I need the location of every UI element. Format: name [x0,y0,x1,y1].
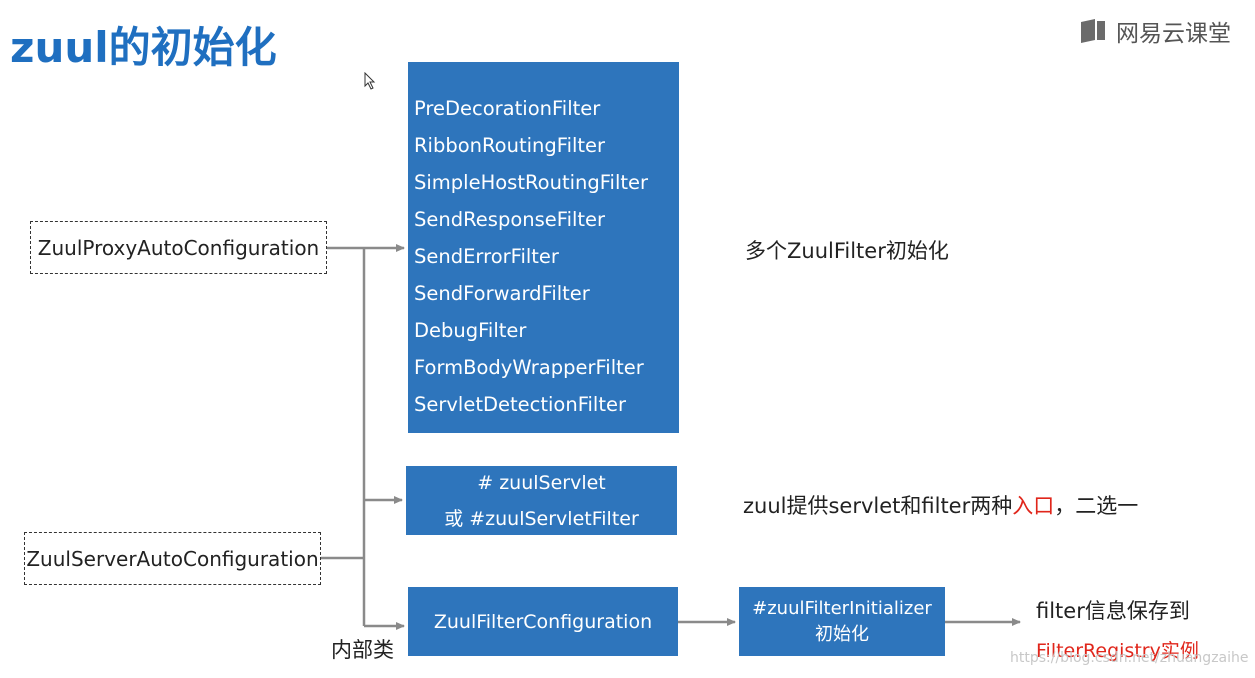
filter-item: SendResponseFilter [414,208,606,231]
zuul-servlet-box: # zuulServlet 或 #zuulServletFilter [406,466,677,535]
entry-note: zuul提供servlet和filter两种入口，二选一 [743,490,1138,520]
save-note: filter信息保存到 [1036,599,1190,623]
entry-note-text: zuul提供servlet和filter两种 [743,494,1013,518]
initializer-name: #zuulFilterInitializer [752,597,932,619]
watermark: https://blog.csdn.net/zhuangzaihe [1010,650,1249,666]
brand-name: 网易云课堂 [1116,21,1231,47]
entry-note-tail: ，二选一 [1054,494,1139,518]
server-auto-config-box: ZuulServerAutoConfiguration [24,532,321,585]
proxy-auto-config-box: ZuulProxyAutoConfiguration [30,221,327,274]
servlet-line: # zuulServlet [477,471,606,494]
servlet-filter-line: 或 #zuulServletFilter [444,507,639,530]
filter-item: DebugFilter [414,319,527,342]
initializer-action: 初始化 [815,623,869,645]
book-logo-icon [1081,19,1105,43]
filter-item: FormBodyWrapperFilter [414,356,644,379]
filter-item: SendErrorFilter [414,245,559,268]
inner-class-label: 内部类 [331,638,394,662]
mouse-cursor-icon [364,72,376,90]
filter-item: SendForwardFilter [414,282,590,305]
zuul-filters-box: PreDecorationFilter RibbonRoutingFilter … [408,62,679,433]
filter-registry-note: FilterRegistry实例 [1036,640,1199,662]
page-title: zuul的初始化 [10,23,277,72]
entry-note-highlight: 入口 [1012,494,1055,518]
zuul-filter-initializer-box: #zuulFilterInitializer 初始化 [739,587,945,656]
filters-init-note: 多个ZuulFilter初始化 [745,239,949,263]
filter-item: SimpleHostRoutingFilter [414,171,649,194]
zuul-filter-configuration-box: ZuulFilterConfiguration [408,587,678,656]
brand-logo: 网易云课堂 [1078,14,1231,48]
filter-item: RibbonRoutingFilter [414,134,606,157]
filter-item: PreDecorationFilter [414,97,601,120]
filter-item: ServletDetectionFilter [414,393,627,416]
